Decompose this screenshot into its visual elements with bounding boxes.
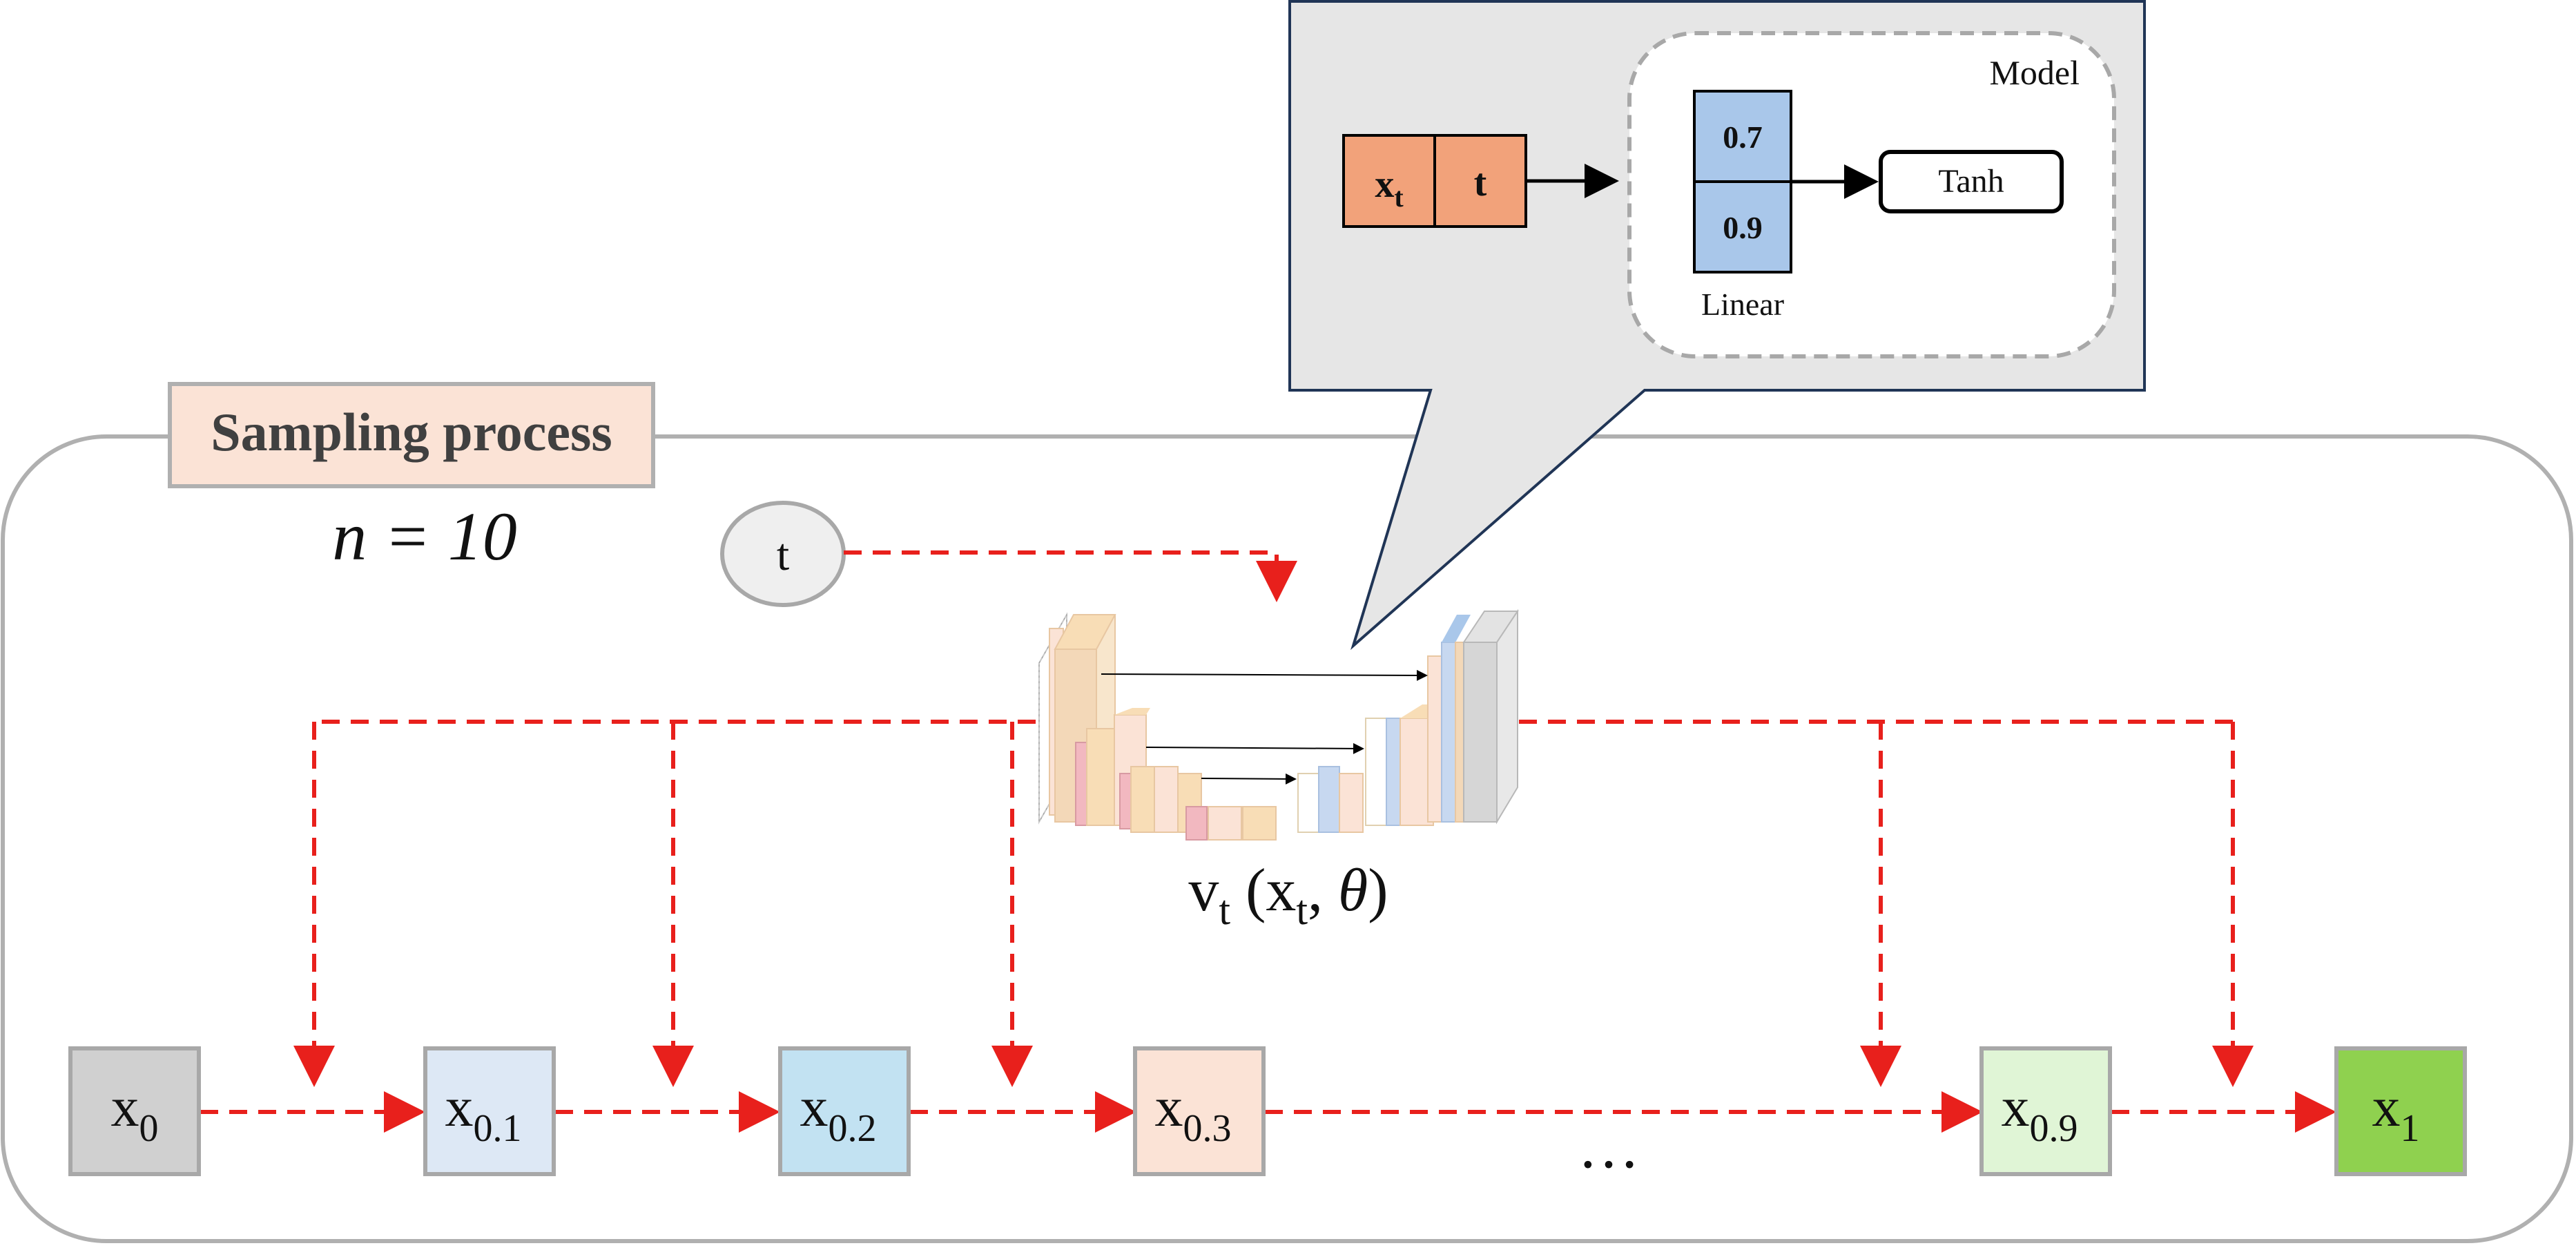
callout-input-t: t <box>1474 162 1487 204</box>
state-node: x1 <box>2334 1046 2467 1176</box>
linear-layer: 0.7 0.9 <box>1693 90 1792 273</box>
svg-text:x0.9: x0.9 <box>2002 1075 2078 1150</box>
network-label: vt (xt, θ) <box>1188 857 1388 933</box>
svg-text:x0.1: x0.1 <box>445 1075 522 1150</box>
sampling-title-box: Sampling process <box>168 382 655 488</box>
svg-text:x0: x0 <box>111 1075 159 1150</box>
callout-input-x: xt <box>1375 163 1404 213</box>
linear-label: Linear <box>1701 287 1784 322</box>
tanh-box <box>1879 150 2064 213</box>
state-node: x0.1 <box>423 1046 556 1176</box>
linear-value-1: 0.7 <box>1723 119 1763 155</box>
state-node: x0.3 <box>1133 1046 1266 1176</box>
ellipsis: … <box>1578 1113 1640 1181</box>
sampling-frame <box>1 434 2573 1243</box>
svg-text:x0.3: x0.3 <box>1155 1075 1232 1150</box>
state-node: x0 <box>68 1046 201 1176</box>
linear-value-2: 0.9 <box>1723 210 1763 245</box>
state-node: x0.2 <box>778 1046 911 1176</box>
state-node: x0.9 <box>1979 1046 2112 1176</box>
tanh-label: Tanh <box>1938 163 2004 200</box>
time-to-network-arrow <box>844 550 1297 602</box>
svg-text:x0.2: x0.2 <box>800 1075 877 1150</box>
svg-text:x1: x1 <box>2372 1075 2420 1150</box>
n-label: n = 10 <box>332 498 516 575</box>
time-input-label: t <box>777 530 789 580</box>
unet-icon <box>1038 608 1519 841</box>
sampling-title: Sampling process <box>211 402 612 462</box>
callout-input-block: xt t <box>1342 134 1527 228</box>
model-title: Model <box>1989 53 2080 92</box>
